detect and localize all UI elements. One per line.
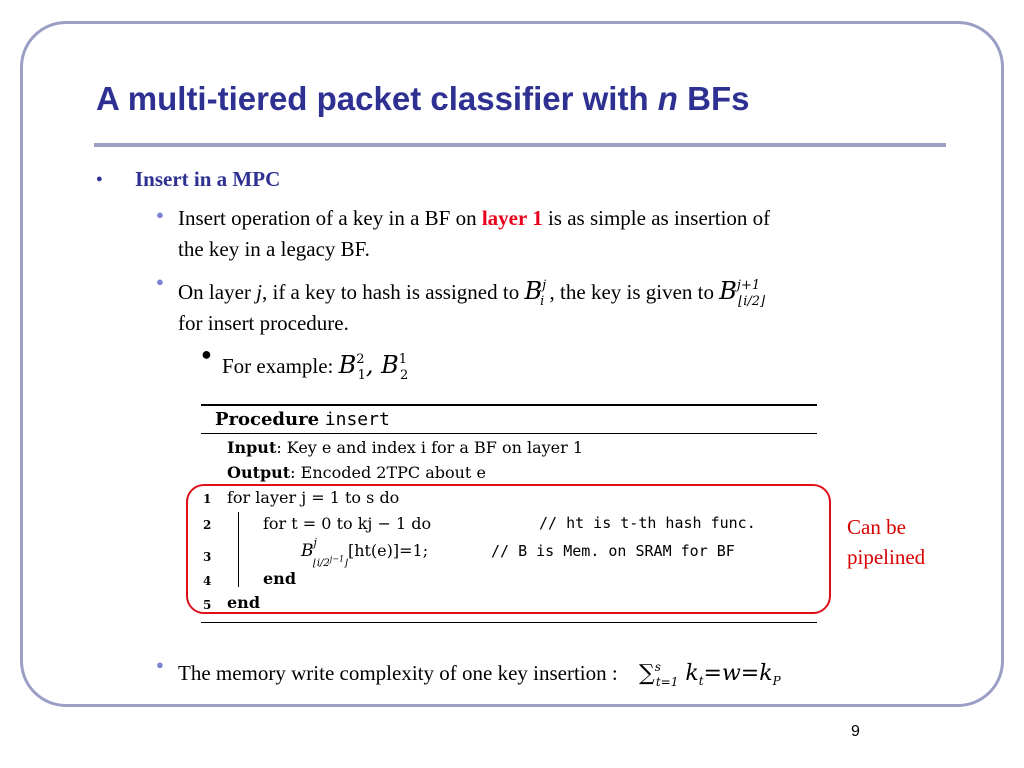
formula-b-i-j: Bji	[524, 277, 547, 309]
page-number: 9	[851, 723, 860, 740]
bullet-dot-icon: ●	[96, 173, 103, 185]
procedure-line-4: end	[263, 569, 296, 588]
line-number: 1	[203, 492, 212, 506]
slide-title: A multi-tiered packet classifier with n …	[96, 80, 750, 117]
bullet-insert-layer1: Insert operation of a key in a BF on lay…	[178, 206, 771, 230]
bullet-dot-icon: ●	[156, 274, 164, 289]
line-number: 2	[203, 518, 212, 532]
bullet-dot-icon: ●	[156, 657, 164, 672]
slide-frame	[20, 21, 1004, 707]
formula-b-floor: Bj+1⌊i/2⌋	[719, 277, 766, 309]
bullet-complexity: The memory write complexity of one key i…	[178, 660, 781, 689]
block-bracket	[238, 512, 239, 587]
procedure-comment-2: // ht is t-th hash func.	[539, 514, 756, 532]
procedure-insert: Procedure insert Input: Key e and index …	[201, 404, 817, 624]
title-divider	[94, 143, 946, 147]
bullet-layer-j: On layer j, if a key to hash is assigned…	[178, 277, 766, 309]
line-number: 5	[203, 598, 212, 612]
line-number: 3	[203, 550, 212, 564]
procedure-line-1: for layer j = 1 to s do	[227, 488, 400, 507]
line-number: 4	[203, 574, 212, 588]
section-heading: Insert in a MPC	[135, 167, 281, 191]
procedure-comment-3: // B is Mem. on SRAM for BF	[491, 542, 735, 560]
formula-b-floor-pow: Bj⌊i/2j−1⌋	[301, 536, 348, 569]
procedure-line-2: for t = 0 to kj − 1 do	[263, 514, 432, 533]
procedure-line-3: Bj⌊i/2j−1⌋[ht(e)]=1;	[301, 536, 429, 569]
procedure-header: Procedure insert	[215, 409, 390, 430]
formula-example: B21, B12	[338, 351, 409, 383]
procedure-line-5: end	[227, 593, 260, 612]
bullet-layer-j-cont: for insert procedure.	[178, 311, 349, 335]
procedure-output: Output: Encoded 2TPC about e	[227, 463, 486, 482]
bullet-dot-icon: ●	[156, 207, 164, 222]
procedure-input: Input: Key e and index i for a BF on lay…	[227, 438, 584, 457]
formula-complexity: ∑st=1 kt=w=kP	[638, 660, 781, 689]
bullet-insert-layer1-cont: the key in a legacy BF.	[178, 237, 370, 261]
bullet-example: For example: B21, B12	[222, 351, 409, 383]
bullet-dot-icon: ●	[201, 344, 212, 364]
pipeline-highlight-box	[186, 484, 831, 614]
